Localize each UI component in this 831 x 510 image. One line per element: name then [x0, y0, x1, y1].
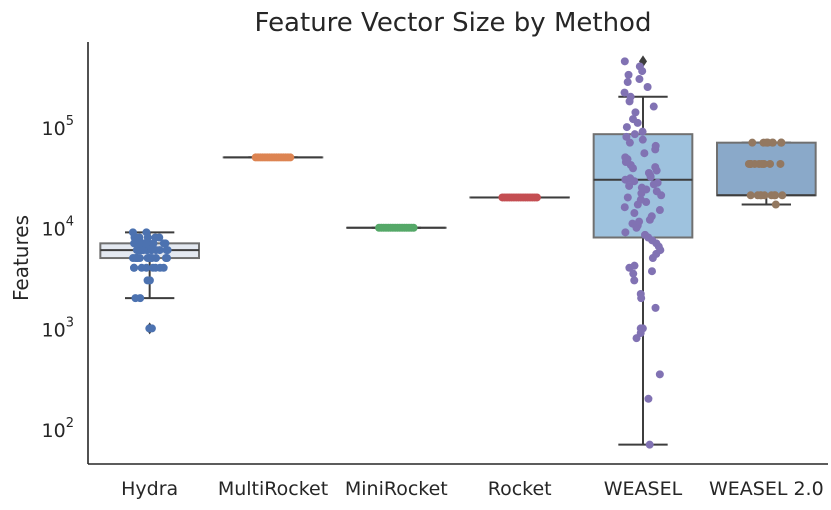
point-hydra: [151, 233, 160, 242]
point-hydra: [128, 228, 137, 237]
point-hydra: [155, 246, 164, 255]
point-hydra: [147, 324, 156, 333]
point-weasel-2-0: [768, 138, 777, 147]
point-hydra: [130, 263, 139, 272]
point-hydra: [137, 263, 146, 272]
point-weasel-2-0: [766, 159, 775, 168]
point-hydra: [142, 228, 151, 237]
point-weasel: [636, 195, 645, 204]
point-weasel: [636, 324, 645, 333]
point-weasel: [629, 269, 638, 278]
point-hydra: [131, 254, 140, 263]
point-weasel: [643, 83, 652, 92]
x-tick-label-weasel: WEASEL: [604, 478, 683, 500]
y-tick-label-0: 102: [42, 416, 74, 442]
point-weasel: [628, 219, 637, 228]
point-minirocket: [409, 223, 418, 232]
point-weasel: [645, 440, 654, 449]
point-weasel: [651, 163, 660, 172]
point-weasel: [652, 187, 661, 196]
point-weasel: [623, 193, 632, 202]
point-weasel: [647, 212, 656, 221]
y-tick-label-1: 103: [42, 315, 74, 341]
y-tick-label-2: 104: [42, 215, 74, 241]
point-weasel: [625, 181, 634, 190]
y-axis-label: Features: [9, 215, 33, 301]
point-hydra: [159, 239, 168, 248]
point-weasel: [629, 115, 638, 124]
point-multirocket: [286, 153, 295, 162]
point-hydra: [132, 246, 141, 255]
point-weasel-2-0: [778, 191, 787, 200]
point-weasel-2-0: [762, 138, 771, 147]
point-weasel: [637, 183, 646, 192]
point-hydra: [163, 254, 172, 263]
point-weasel-2-0: [777, 138, 786, 147]
point-weasel: [630, 276, 639, 285]
point-weasel: [655, 206, 664, 215]
point-weasel: [641, 230, 650, 239]
point-weasel-2-0: [744, 159, 753, 168]
point-weasel: [644, 168, 653, 177]
point-weasel: [623, 78, 632, 87]
point-weasel: [638, 127, 647, 136]
point-weasel: [636, 289, 645, 298]
point-weasel-2-0: [746, 191, 755, 200]
point-weasel: [649, 102, 658, 111]
point-weasel: [635, 62, 644, 71]
point-weasel: [620, 203, 629, 212]
point-weasel: [644, 394, 653, 403]
point-weasel: [620, 88, 629, 97]
point-weasel: [621, 153, 630, 162]
point-weasel: [624, 70, 633, 79]
point-weasel: [635, 217, 644, 226]
x-tick-label-multirocket: MultiRocket: [218, 478, 328, 500]
x-tick-label-minirocket: MiniRocket: [345, 478, 448, 500]
point-weasel: [651, 141, 660, 150]
point-hydra: [139, 246, 148, 255]
y-tick-label-3: 105: [42, 114, 74, 140]
point-weasel: [625, 138, 634, 147]
x-tick-label-hydra: Hydra: [121, 478, 178, 500]
point-weasel-2-0: [748, 138, 757, 147]
point-weasel: [622, 123, 631, 132]
point-hydra: [147, 246, 156, 255]
point-weasel: [621, 228, 630, 237]
point-weasel: [622, 132, 631, 141]
point-weasel-2-0: [767, 191, 776, 200]
point-weasel-2-0: [757, 159, 766, 168]
point-hydra: [145, 276, 154, 285]
point-weasel: [655, 370, 664, 379]
point-rocket: [532, 193, 541, 202]
point-weasel: [638, 135, 647, 144]
point-weasel-2-0: [771, 200, 780, 209]
point-weasel: [647, 267, 656, 276]
point-hydra: [143, 254, 152, 263]
point-weasel: [635, 75, 644, 84]
point-hydra: [136, 294, 145, 303]
boxes-layer: [99, 55, 817, 446]
point-hydra: [163, 246, 172, 255]
point-weasel-2-0: [776, 159, 785, 168]
points-layer: [128, 57, 787, 449]
point-weasel: [640, 149, 649, 158]
axes-layer: Hydra MultiRocket MiniRocket Rocket WEASEL WE…: [42, 42, 828, 500]
point-weasel: [630, 130, 639, 139]
point-weasel: [653, 178, 662, 187]
point-hydra: [151, 263, 160, 272]
chart-title: Feature Vector Size by Method: [255, 8, 652, 38]
point-weasel: [630, 209, 639, 218]
point-weasel-2-0: [757, 191, 766, 200]
point-weasel: [620, 57, 629, 66]
point-weasel: [626, 174, 635, 183]
x-tick-label-rocket: Rocket: [488, 478, 552, 500]
point-hydra: [135, 239, 144, 248]
point-weasel: [630, 261, 639, 270]
point-weasel: [626, 92, 635, 101]
box-weasel-2-0: [716, 141, 817, 197]
point-weasel: [631, 108, 640, 117]
point-weasel: [651, 303, 660, 312]
x-tick-label-weasel-2-0: WEASEL 2.0: [709, 478, 824, 500]
